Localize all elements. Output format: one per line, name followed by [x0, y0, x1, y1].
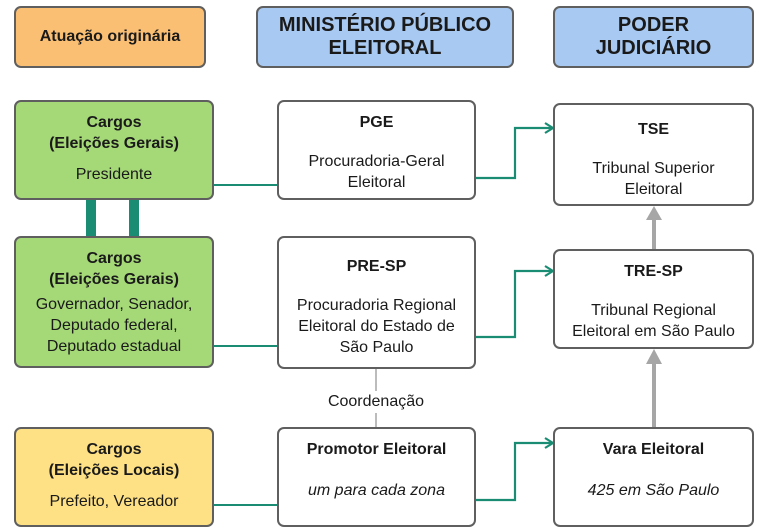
tre-line2: Eleitoral em São Paulo	[572, 323, 735, 340]
box3-title-line1: Cargos	[86, 441, 142, 458]
box-pge: PGE Procuradoria-Geral Eleitoral	[277, 100, 476, 200]
box1-title-line2: (Eleições Gerais)	[49, 135, 179, 152]
arrow-pge-tse	[476, 128, 553, 180]
pge-line1: Procuradoria-Geral	[308, 153, 445, 170]
hierarchy-arrowhead-tse	[646, 206, 662, 220]
box-vara-eleitoral: Vara Eleitoral 425 em São Paulo	[553, 427, 754, 527]
box-general-elections-state: Cargos (Eleições Gerais) Governador, Sen…	[14, 236, 214, 368]
arrow-promotor-vara	[476, 443, 553, 502]
box3-title-line2: (Eleições Locais)	[48, 462, 180, 479]
promotor-title: Promotor Eleitoral	[306, 441, 447, 458]
box-tre-sp: TRE-SP Tribunal Regional Eleitoral em Sã…	[553, 249, 754, 349]
vara-title: Vara Eleitoral	[602, 441, 705, 458]
header-ministerio-publico: MINISTÉRIO PÚBLICO ELEITORAL	[256, 6, 514, 68]
box2-title-line2: (Eleições Gerais)	[49, 271, 179, 288]
pge-line2: Eleitoral	[347, 174, 406, 191]
box-tse: TSE Tribunal Superior Eleitoral	[553, 103, 754, 206]
box-pre-sp: PRE-SP Procuradoria Regional Eleitoral d…	[277, 236, 476, 369]
pre-line1: Procuradoria Regional	[296, 297, 457, 314]
pre-line2: Eleitoral do Estado de	[298, 318, 455, 335]
box-general-elections-president: Cargos (Eleições Gerais) Presidente	[14, 100, 214, 200]
tse-line1: Tribunal Superior	[592, 160, 715, 177]
general-elections-link-bar-right	[129, 200, 139, 236]
header-pj-line1: PODER	[617, 14, 690, 36]
box2-title-line1: Cargos	[86, 250, 142, 267]
arrow-pre-tre	[476, 271, 553, 339]
tse-title: TSE	[637, 121, 670, 138]
promotor-body: um para cada zona	[308, 482, 445, 499]
header-pj-line2: JUDICIÁRIO	[595, 37, 712, 59]
header-original-jurisdiction: Atuação originária	[14, 6, 206, 68]
pge-title: PGE	[359, 114, 394, 131]
general-elections-link-bar-left	[86, 200, 96, 236]
coordination-label: Coordenação	[314, 391, 438, 413]
box-local-elections: Cargos (Eleições Locais) Prefeito, Verea…	[14, 427, 214, 527]
box2-body-line1: Governador, Senador,	[35, 296, 193, 313]
box1-title-line1: Cargos	[86, 114, 142, 131]
header-original-label: Atuação originária	[39, 27, 181, 45]
header-mp-line1: MINISTÉRIO PÚBLICO	[278, 14, 492, 36]
hierarchy-arrowhead-tre	[646, 349, 662, 364]
tse-line2: Eleitoral	[624, 181, 683, 198]
box3-body: Prefeito, Vereador	[49, 493, 179, 510]
header-mp-line2: ELEITORAL	[328, 37, 442, 59]
box2-body-line3: Deputado estadual	[46, 338, 182, 355]
pre-line3: São Paulo	[339, 339, 414, 356]
tre-line1: Tribunal Regional	[591, 302, 716, 319]
tre-title: TRE-SP	[624, 263, 683, 280]
box-promotor-eleitoral: Promotor Eleitoral um para cada zona	[277, 427, 476, 527]
vara-body: 425 em São Paulo	[587, 482, 720, 499]
box2-body-line2: Deputado federal,	[50, 317, 178, 334]
pre-title: PRE-SP	[346, 258, 407, 275]
box1-body: Presidente	[75, 166, 153, 183]
header-poder-judiciario: PODER JUDICIÁRIO	[553, 6, 754, 68]
